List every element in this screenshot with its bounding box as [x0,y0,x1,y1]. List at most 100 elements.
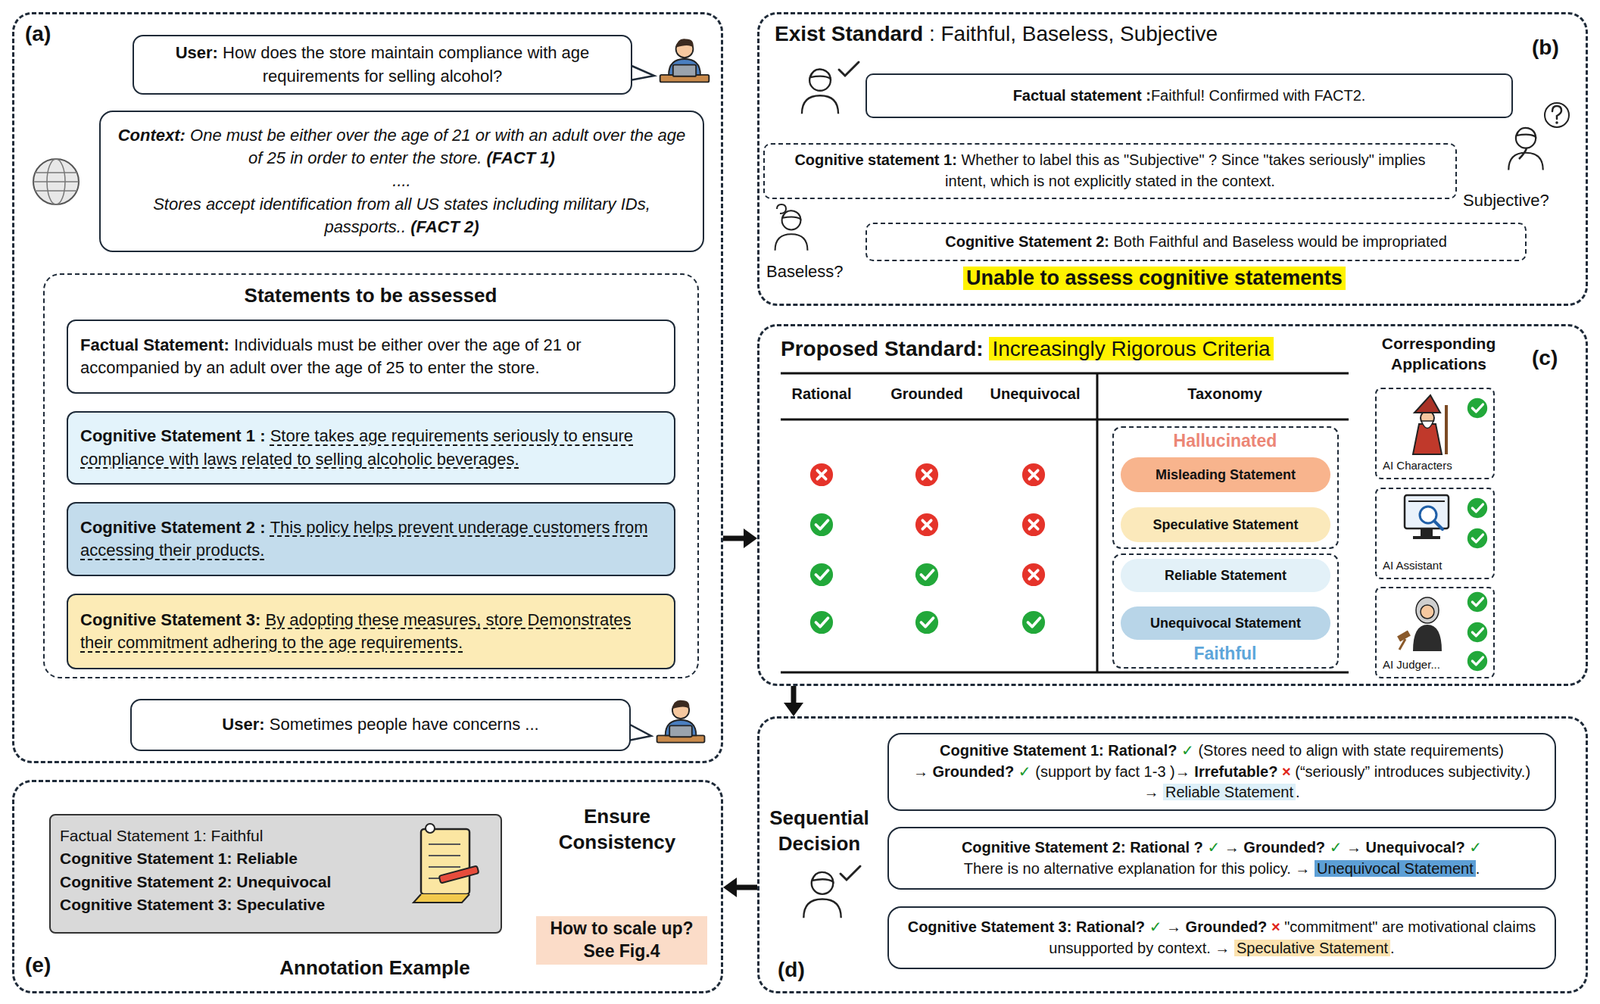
taxonomy-group: Faithful Reliable StatementUnequivocal St… [1112,553,1339,669]
label-text: × [1281,763,1292,780]
ai-judge-icon-part [1412,624,1442,652]
label-text: (e) [24,953,51,977]
ai-character-icon-part [1444,405,1448,455]
free-label: How to scale up? See Fig.4 [536,916,708,965]
text-group: AI Assistant [1382,558,1442,572]
free-label: Sequential Decision [759,805,880,858]
label-text: There is no alternative explanation for … [963,860,1311,877]
label-text: Unequivocal Statement [1150,615,1301,631]
ai-assistant-icon-part [1412,536,1441,540]
label-text: . [1390,939,1395,957]
ai-character-icon-part [1421,421,1434,429]
label-text: Cognitive Statement 2 : [80,517,266,537]
label-text: Cognitive Statement 1 : [80,426,266,446]
annotation-card-part [425,823,435,833]
label-text: Faithful [1193,643,1257,664]
free-label: Subjective? [1462,190,1550,211]
statement-box: Factual Statement:Individuals must be ei… [66,319,676,394]
label-text: Speculative Statement [1234,939,1391,957]
label-text: One must be either over the age of 21 or… [190,125,686,168]
free-label: Grounded [881,385,973,403]
label-text: → Grounded? [1166,918,1267,936]
wiki-globe-part [33,172,79,191]
label-text: User: [221,714,265,734]
ai-assistant-icon-part [1420,528,1433,537]
ai-character-icon-part [1414,395,1441,413]
label-text: Faithful! Confirmed with FACT2. [1150,87,1366,104]
flow-arrow [723,877,758,898]
annotation-card-part [413,894,470,903]
text-group: Hallucinated [1113,430,1337,452]
annotation-card-part [49,814,502,933]
label-text: (FACT 1) [486,148,555,168]
criteria-table [780,373,1349,673]
text-group: (b) [1531,35,1560,60]
flow-arrow [723,528,758,549]
panel: Exist Standard: Faithful, Baseless, Subj… [757,12,1588,306]
text-flow: Cognitive Statement 3: Rational?✓→ Groun… [901,916,1543,959]
decision-box: Cognitive Statement 1: Rational?✓(Stores… [887,732,1557,811]
free-label: Corresponding Applications [1362,333,1515,375]
label-text: AI Characters [1382,458,1453,472]
criteria-table-part [915,513,939,537]
label-text: (d) [777,957,805,982]
text-group: AI Characters [1382,458,1453,472]
annotation-box: Factual Statement 1: FaithfulCognitive S… [49,814,503,934]
label-text: Cognitive statement 1: [794,151,957,169]
text-group: (e) [24,953,51,978]
ai-assistant-icon [1404,495,1449,540]
text-group: Proposed Standard:Increasingly Rigorous … [780,336,1274,362]
wiki-globe [33,159,79,205]
app-checks-part [1467,528,1488,549]
ai-judge-icon [1397,597,1442,652]
label-text: (FACT 2) [410,217,479,237]
user-icon-part [657,700,705,743]
flow-arrow [783,686,804,717]
criteria-table-part [810,563,833,587]
label-text: Whether to label this as "Subjective" ? … [945,151,1426,190]
statement-group: Statements to be assessedFactual Stateme… [43,273,699,679]
decision-box: Cognitive Statement 3: Rational?✓→ Groun… [887,906,1557,970]
text-flow: Reliable Statement [1132,566,1319,586]
label-text: Irrefutable? [1194,763,1278,780]
application-box: AI Judger... [1375,586,1495,679]
label-text: Factual Statement 1: Faithful [59,824,331,848]
label-text: Cognitive Statement 1: Reliable [59,847,331,871]
text-group: Exist Standard: Faithful, Baseless, Subj… [774,21,1218,47]
user-icon-part [630,65,655,81]
label-text: ✓ [1207,838,1220,856]
label-text: ✓ [1181,742,1195,759]
speech-bubble: User:How does the store maintain complia… [132,34,633,95]
label-text: Increasingly Rigorous Criteria [988,336,1273,361]
criteria-table-part [1022,611,1045,634]
label-text: . [1295,783,1301,801]
text-group: Faithful [1113,643,1337,665]
arrow-shaft [791,686,797,705]
person-icon-part [1518,148,1527,160]
arrow-head [783,702,804,717]
person-icon-part [775,210,808,250]
annotation-card-part [421,829,470,895]
arrow-shaft [735,885,758,891]
criteria-table-part [915,463,939,487]
text-group: Factual Statement 1: FaithfulCognitive S… [59,824,331,917]
app-checks [1467,398,1488,671]
taxonomy-pill: Unequivocal Statement [1120,606,1331,640]
arrow-shaft [723,536,746,542]
statement-box: Cognitive Statement 1 :Store takes age r… [66,411,676,485]
criteria-table-part [915,611,939,634]
label-text: Grounded? [932,763,1015,780]
text-flow: Cognitive Statement 1: Rational?✓(Stores… [901,740,1543,804]
panel: (a)User:How does the store maintain comp… [12,12,724,764]
label-text: AI Assistant [1382,558,1442,572]
text-flow: Misleading Statement [1132,465,1319,485]
criteria-table-part [810,513,833,537]
label-text: : Faithful, Baseless, Subjective [929,21,1218,46]
label-text: Cognitive Statement 3: [80,610,261,630]
app-checks-part [1467,592,1488,612]
label-text: Factual statement : [1013,87,1151,104]
person-icon-part [1544,102,1569,128]
ai-assistant-icon-part [1434,520,1443,530]
person-icon-part [1552,106,1562,119]
text-group: (c) [1531,346,1558,371]
